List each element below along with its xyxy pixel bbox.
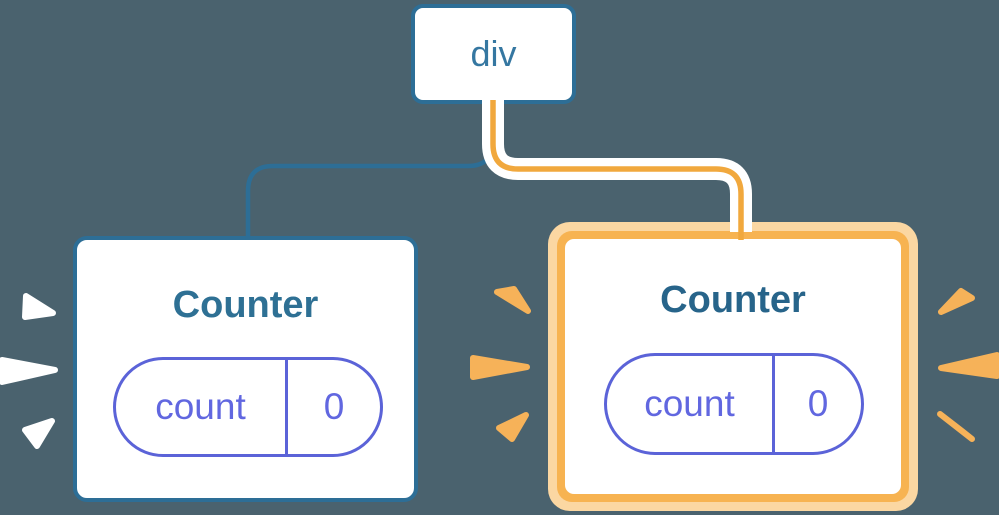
root-node-div: div bbox=[411, 4, 576, 104]
spark-icon bbox=[494, 286, 531, 314]
state-value-right: 0 bbox=[807, 383, 829, 424]
spark-icon bbox=[938, 288, 975, 315]
root-node-label: div bbox=[470, 33, 517, 74]
spark-icon bbox=[496, 412, 529, 442]
edge-root-to-left-counter bbox=[245, 98, 496, 240]
state-pill-divider bbox=[285, 360, 288, 454]
state-key-left: count bbox=[155, 386, 246, 427]
spark-icon bbox=[938, 352, 999, 379]
state-key-right: count bbox=[644, 383, 735, 424]
spark-icon bbox=[0, 357, 58, 385]
spark-icon bbox=[22, 293, 56, 320]
counter-title-left: Counter bbox=[172, 284, 319, 326]
state-pill-divider bbox=[772, 356, 775, 452]
edge-root-to-right-counter-casing bbox=[482, 95, 752, 232]
spark-burst-white-icon bbox=[0, 293, 58, 449]
spark-icon bbox=[937, 411, 975, 442]
state-value-left: 0 bbox=[323, 386, 345, 427]
spark-burst-orange-icon bbox=[470, 286, 531, 442]
spark-icon bbox=[22, 418, 55, 449]
state-pill-right: count 0 bbox=[604, 353, 864, 455]
spark-burst-orange-icon bbox=[937, 288, 999, 442]
spark-icon bbox=[470, 355, 530, 380]
state-pill-left: count 0 bbox=[113, 357, 383, 457]
counter-title-right: Counter bbox=[660, 279, 806, 321]
edge-root-to-right-counter-core bbox=[490, 100, 744, 240]
